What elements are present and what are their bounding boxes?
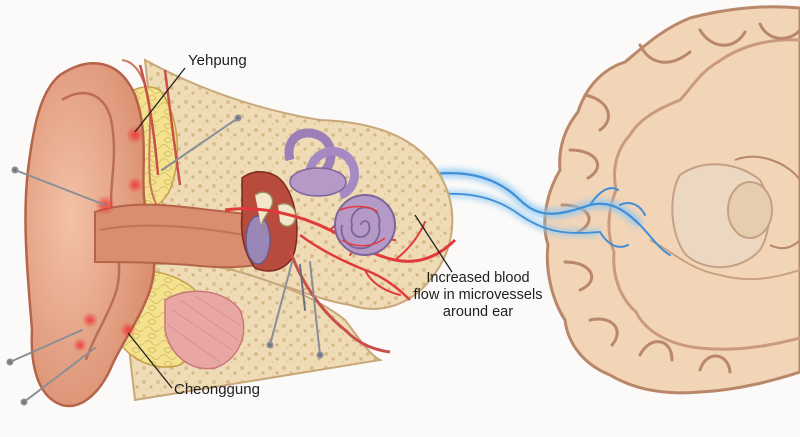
leader-lines [127, 67, 453, 389]
needle-icon [269, 261, 293, 346]
outer-ear [24, 59, 161, 408]
needle-icon [14, 169, 106, 206]
needle-icon [23, 347, 96, 403]
blood-flow-label: Increased blood flow in microvessels aro… [413, 270, 543, 320]
brain-section [543, 5, 800, 395]
blood-flow-leader [414, 214, 453, 273]
inner-ear [284, 128, 396, 256]
acupoint-markers [73, 126, 144, 352]
cheonggung-leader [127, 332, 173, 389]
needle-icon [9, 329, 83, 363]
yehpung-label: Yehpung [188, 52, 247, 69]
acupuncture-needles [6, 114, 324, 406]
needle-icon [309, 261, 321, 356]
yehpung-leader [134, 67, 186, 133]
cheonggung-point [120, 322, 136, 338]
needle-icon [161, 117, 239, 171]
yehpung-point [126, 126, 144, 144]
cheonggung-label: Cheonggung [174, 381, 260, 398]
